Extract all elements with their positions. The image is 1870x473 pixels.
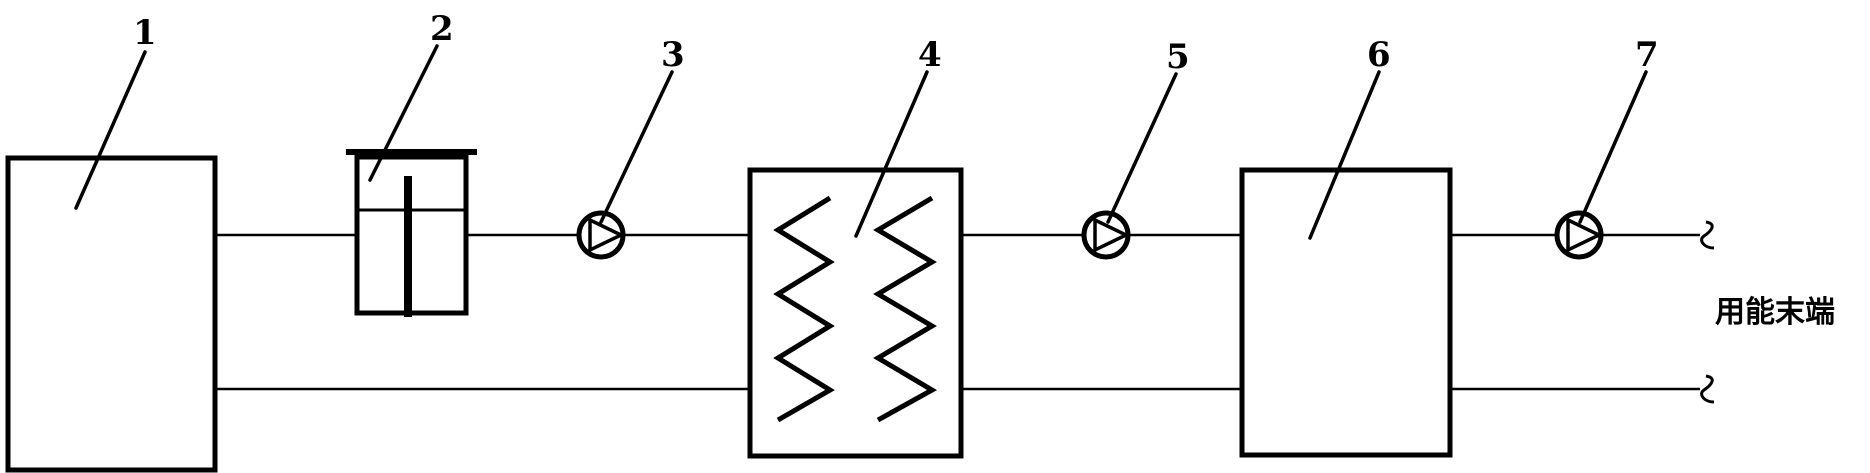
label-7: 7 xyxy=(1635,35,1659,75)
leader-1 xyxy=(74,50,147,210)
label-4: 4 xyxy=(918,35,942,75)
pump-7-triangle xyxy=(1566,217,1604,253)
leader-2 xyxy=(368,44,439,182)
leader-7 xyxy=(1578,70,1648,224)
component-4-coil-right xyxy=(873,195,938,423)
component-6-box xyxy=(1239,167,1453,458)
leader-6 xyxy=(1308,70,1381,240)
break-mark-top xyxy=(1700,220,1715,250)
leader-3 xyxy=(599,70,674,224)
component-2 xyxy=(346,149,477,317)
label-1: 1 xyxy=(133,13,157,53)
component-1-box xyxy=(5,155,218,473)
terminal-label: 用能末端 xyxy=(1715,295,1835,330)
label-3: 3 xyxy=(661,35,685,75)
label-2: 2 xyxy=(430,9,454,49)
pump-5 xyxy=(1081,210,1131,260)
leader-lines xyxy=(74,44,1648,240)
label-6: 6 xyxy=(1367,35,1391,75)
label-5: 5 xyxy=(1166,37,1190,77)
leader-5 xyxy=(1106,72,1178,224)
component-4-coil-left xyxy=(773,195,835,423)
pump-5-triangle xyxy=(1093,217,1131,253)
pump-3 xyxy=(576,210,626,260)
pipes xyxy=(215,233,1700,391)
break-mark-bottom xyxy=(1700,374,1715,404)
component-4-box xyxy=(747,167,964,459)
pump-3-triangle xyxy=(588,217,626,253)
pump-7 xyxy=(1554,210,1604,260)
leader-4 xyxy=(854,70,929,238)
pump-7-circle xyxy=(1554,210,1604,260)
pump-5-circle xyxy=(1081,210,1131,260)
component-4 xyxy=(747,167,964,459)
